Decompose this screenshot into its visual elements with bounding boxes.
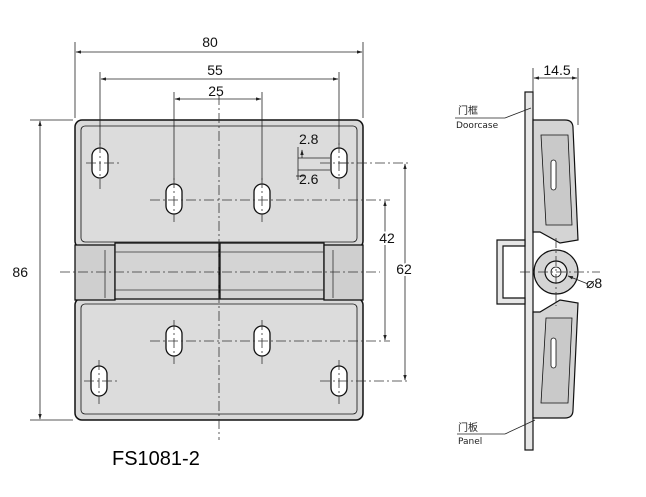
doorframe-plate xyxy=(524,91,534,451)
dim-outer-hole-spacing: 55 xyxy=(207,62,223,78)
dim-overall-width: 80 xyxy=(202,34,218,50)
dim-thickness: 14.5 xyxy=(543,62,570,78)
dim-inner-hole-spacing: 25 xyxy=(208,83,224,99)
dim-outer-vertical: 62 xyxy=(396,261,412,277)
label-doorcase-cn: 门框 xyxy=(458,104,478,117)
side-view: 14.5 ⌀8 门框 Doorcase 门板 Panel xyxy=(455,62,602,451)
label-doorcase-en: Doorcase xyxy=(456,121,499,131)
front-view: 80 55 25 86 42 62 2.8 2.6 FS1081-2 xyxy=(12,34,414,470)
knuckle-left xyxy=(74,244,116,301)
knuckle-center-left xyxy=(114,242,220,300)
dim-pin-diameter: ⌀8 xyxy=(586,275,602,291)
panel-bracket xyxy=(496,239,526,305)
knuckle-right xyxy=(323,244,364,301)
label-panel-cn: 门板 xyxy=(458,421,478,434)
dim-slot-width: 2.8 xyxy=(299,131,319,147)
model-number: FS1081-2 xyxy=(112,448,200,470)
dim-slot-length: 2.6 xyxy=(299,171,319,187)
dim-overall-height: 86 xyxy=(12,264,28,280)
label-panel-en: Panel xyxy=(458,437,482,447)
dim-inner-vertical: 42 xyxy=(379,230,395,246)
knuckle-center-right xyxy=(219,242,325,300)
